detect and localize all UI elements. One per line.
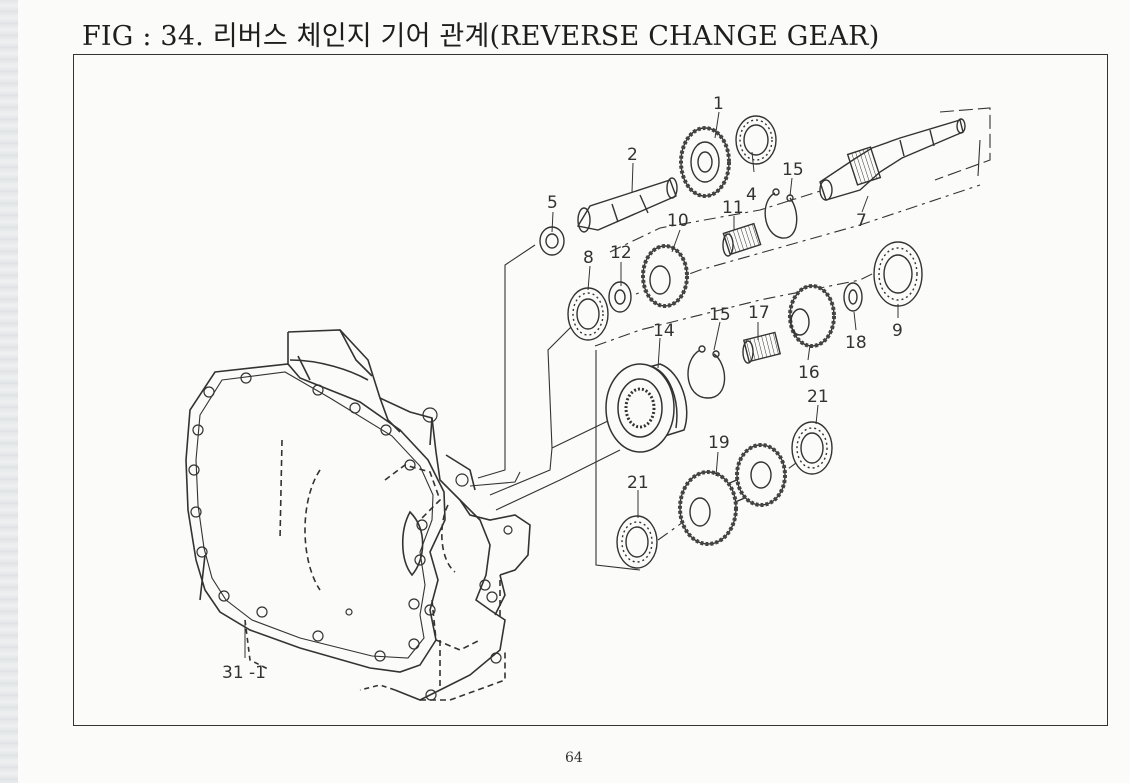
callout-10: 10 bbox=[667, 211, 689, 231]
figure-title: FIG : 34. 리버스 체인지 기어 관계(REVERSE CHANGE G… bbox=[82, 21, 880, 52]
diagram-frame bbox=[73, 54, 1108, 726]
callout-16: 16 bbox=[798, 363, 820, 383]
callout-4: 4 bbox=[746, 185, 757, 205]
part-16-gear bbox=[788, 284, 836, 348]
callout-17: 17 bbox=[748, 303, 770, 323]
part-12-washer bbox=[608, 281, 632, 313]
callout-11: 11 bbox=[722, 198, 744, 218]
callout-15-upper: 15 bbox=[782, 160, 804, 180]
callout-19: 19 bbox=[708, 433, 730, 453]
callout-21-left: 21 bbox=[627, 473, 649, 493]
callout-14: 14 bbox=[653, 321, 675, 341]
callout-leaders bbox=[244, 111, 899, 658]
part-10-gear bbox=[641, 244, 689, 308]
callout-15-lower: 15 bbox=[709, 305, 731, 325]
callout-7: 7 bbox=[856, 211, 867, 231]
part-2-shaft bbox=[576, 177, 678, 233]
callout-8: 8 bbox=[583, 248, 594, 268]
part-14-shift-sleeve bbox=[605, 363, 688, 453]
part-19-counter-gear bbox=[678, 443, 787, 546]
part-4-bearing bbox=[735, 115, 777, 165]
page-number: 64 bbox=[565, 750, 583, 766]
part-18-washer bbox=[843, 282, 863, 312]
part-15-snap-ring-lower bbox=[687, 345, 726, 399]
callout-labels: 1 2 4 5 7 8 9 10 11 12 14 15 15 16 17 18… bbox=[222, 94, 903, 683]
callout-31-1: 31 -1 bbox=[222, 663, 266, 683]
part-21-bearing-right bbox=[791, 421, 833, 475]
housing-bolt-holes bbox=[188, 372, 513, 701]
callout-12: 12 bbox=[610, 243, 632, 263]
callout-21-right: 21 bbox=[807, 387, 829, 407]
part-9-bearing bbox=[873, 241, 923, 307]
callout-1: 1 bbox=[713, 94, 724, 114]
transmission-housing bbox=[185, 329, 531, 701]
scan-edge bbox=[0, 0, 18, 783]
part-17-needle-bearing bbox=[742, 331, 782, 364]
callout-5: 5 bbox=[547, 193, 558, 213]
part-7-main-shaft bbox=[819, 118, 966, 201]
part-11-needle-bearing bbox=[722, 222, 762, 257]
part-21-bearing-left bbox=[616, 515, 658, 569]
part-15-snap-ring-upper bbox=[764, 188, 798, 239]
part-1-gear bbox=[679, 126, 731, 198]
callout-9: 9 bbox=[892, 321, 903, 341]
part-8-bearing bbox=[567, 287, 609, 341]
callout-18: 18 bbox=[845, 333, 867, 353]
callout-2: 2 bbox=[627, 145, 638, 165]
